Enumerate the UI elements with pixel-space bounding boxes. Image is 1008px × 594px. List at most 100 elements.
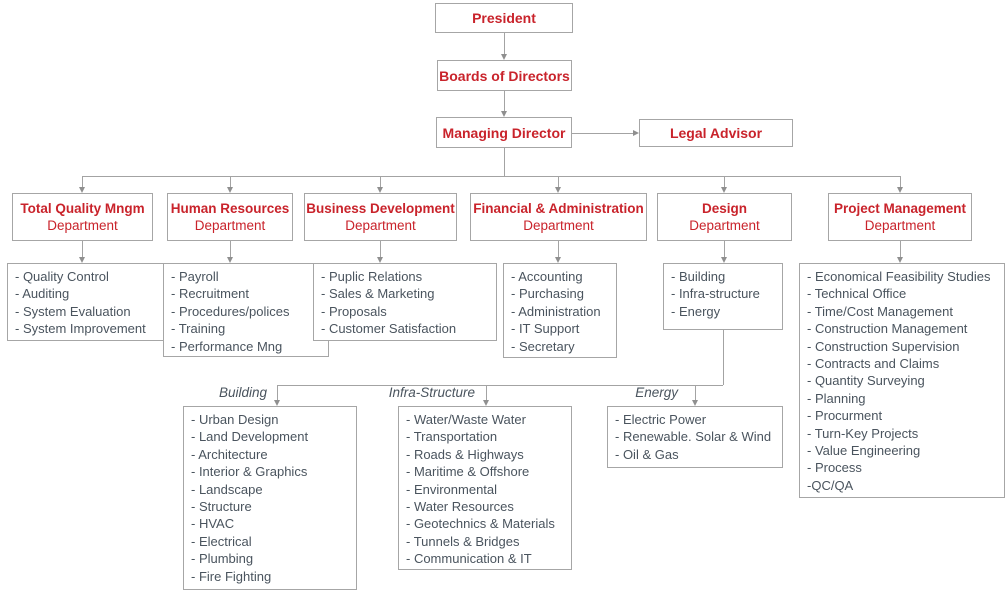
connector-arrow-down xyxy=(79,187,85,193)
connector-arrow-down xyxy=(227,257,233,263)
list-item: - Auditing xyxy=(15,286,70,302)
connector-line xyxy=(572,133,633,134)
connector-line xyxy=(486,385,487,400)
list-item: - Roads & Highways xyxy=(406,446,524,462)
list-item: - Technical Office xyxy=(807,286,907,302)
branch-label-energy: Energy xyxy=(635,385,678,400)
dept-list-financial-administration: - Accounting - Purchasing- Administration… xyxy=(503,263,617,358)
list-item: - System Improvement xyxy=(15,321,146,337)
connector-line xyxy=(230,241,231,257)
list-item: - Water Resources xyxy=(406,499,514,515)
list-item: - Accounting xyxy=(511,269,583,284)
branch-label-infra-structure: Infra-Structure xyxy=(388,385,475,400)
dept-title: Design xyxy=(701,200,747,216)
list-item: - Water/Waste Water xyxy=(406,412,526,427)
list-item: - Construction Management xyxy=(807,321,968,337)
list-item: - Customer Satisfaction xyxy=(321,321,457,337)
list-item: -QC/QA xyxy=(807,477,854,493)
connector-line xyxy=(558,241,559,257)
connector-line xyxy=(82,241,83,257)
list-item: - Tunnels & Bridges xyxy=(406,533,520,549)
connector-line xyxy=(230,176,231,187)
node-president-label: President xyxy=(472,10,536,26)
connector-arrow-down xyxy=(555,187,561,193)
dept-title: Business Development xyxy=(306,200,455,216)
list-item: - Payroll xyxy=(171,269,219,284)
connector-arrow-down xyxy=(501,54,507,60)
connector-arrow-down xyxy=(692,400,698,406)
list-item: - Energy xyxy=(671,303,721,319)
connector-arrow-down xyxy=(721,257,727,263)
dept-list-human-resources: - Payroll- Recruitment- Procedures/polic… xyxy=(163,263,329,357)
dept-list-project-management: - Economical Feasibility Studies- Techni… xyxy=(799,263,1005,498)
list-item: - Transportation xyxy=(406,429,498,445)
list-item: - Land Development xyxy=(191,429,309,445)
list-item: - System Evaluation xyxy=(15,303,131,319)
list-item: - Training xyxy=(171,321,226,337)
node-president: President xyxy=(435,3,573,33)
node-legal-advisor: Legal Advisor xyxy=(639,119,793,147)
list-item: - Purchasing xyxy=(511,286,584,302)
connector-line xyxy=(724,241,725,257)
branch-label-building: Building xyxy=(218,385,267,400)
list-item: - Electrical xyxy=(191,533,252,549)
node-boards-of-directors: Boards of Directors xyxy=(437,60,572,91)
list-item: - Urban Design xyxy=(191,412,279,427)
list-item: - Oil & Gas xyxy=(615,446,679,462)
dept-list-business-development: - Puplic Relations- Sales & Marketing- P… xyxy=(313,263,497,341)
dept-title: Financial & Administration xyxy=(473,200,644,216)
connector-arrow-right xyxy=(633,130,639,136)
list-item: - Maritime & Offshore xyxy=(406,464,530,480)
dept-list-total-quality-mngm: - Quality Control - Auditing- System Eval… xyxy=(7,263,164,341)
list-item: - Secretary xyxy=(511,338,575,354)
connector-arrow-down xyxy=(501,111,507,117)
connector-arrow-down xyxy=(227,187,233,193)
list-item: - Puplic Relations xyxy=(321,269,423,284)
connector-line xyxy=(277,385,723,386)
list-item: - Contracts and Claims xyxy=(807,356,940,372)
list-item: - Environmental xyxy=(406,481,498,497)
list-item: - Infra-structure xyxy=(671,286,760,302)
connector-arrow-down xyxy=(721,187,727,193)
dept-box-total-quality-mngm: Total Quality Mngm Department xyxy=(12,193,153,241)
connector-line xyxy=(380,241,381,257)
connector-line xyxy=(504,148,505,176)
connector-line xyxy=(558,176,559,187)
list-item: - Proposals xyxy=(321,303,387,319)
list-item: - Quality Control xyxy=(15,269,109,284)
list-item: - Quantity Surveying xyxy=(807,373,925,389)
connector-line xyxy=(277,385,278,400)
list-item: - Interior & Graphics xyxy=(191,464,308,480)
list-item: - Structure xyxy=(191,499,252,515)
list-item: - Administration xyxy=(511,303,601,319)
list-item: - Fire Fighting xyxy=(191,568,272,584)
list-item: - Plumbing xyxy=(191,551,254,567)
list-item: - HVAC xyxy=(191,516,235,532)
connector-arrow-down xyxy=(483,400,489,406)
dept-box-business-development: Business Development Department xyxy=(304,193,457,241)
dept-title: Human Resources xyxy=(170,200,290,216)
connector-arrow-down xyxy=(897,187,903,193)
node-managing-director-label: Managing Director xyxy=(442,124,566,141)
list-item: - Performance Mng xyxy=(171,338,283,354)
dept-title: Project Management xyxy=(833,200,967,216)
dept-box-project-management: Project Management Department xyxy=(828,193,972,241)
node-managing-director: Managing Director xyxy=(436,117,572,148)
dept-subtitle: Department xyxy=(864,218,936,233)
dept-subtitle: Department xyxy=(47,218,118,233)
list-item: - Value Engineering xyxy=(807,443,921,459)
connector-arrow-down xyxy=(79,257,85,263)
dept-box-design: Design Department xyxy=(657,193,792,241)
node-legal-advisor-label: Legal Advisor xyxy=(669,125,763,141)
connector-line xyxy=(380,176,381,187)
connector-arrow-down xyxy=(274,400,280,406)
list-item: - Time/Cost Management xyxy=(807,303,953,319)
connector-line xyxy=(82,176,900,177)
branch-list-building: - Urban Design- Land Development- Archit… xyxy=(183,406,357,590)
dept-subtitle: Department xyxy=(523,218,594,233)
dept-subtitle: Department xyxy=(194,218,266,233)
connector-line xyxy=(504,91,505,111)
list-item: - Procurment xyxy=(807,408,883,424)
connector-line xyxy=(695,385,696,400)
